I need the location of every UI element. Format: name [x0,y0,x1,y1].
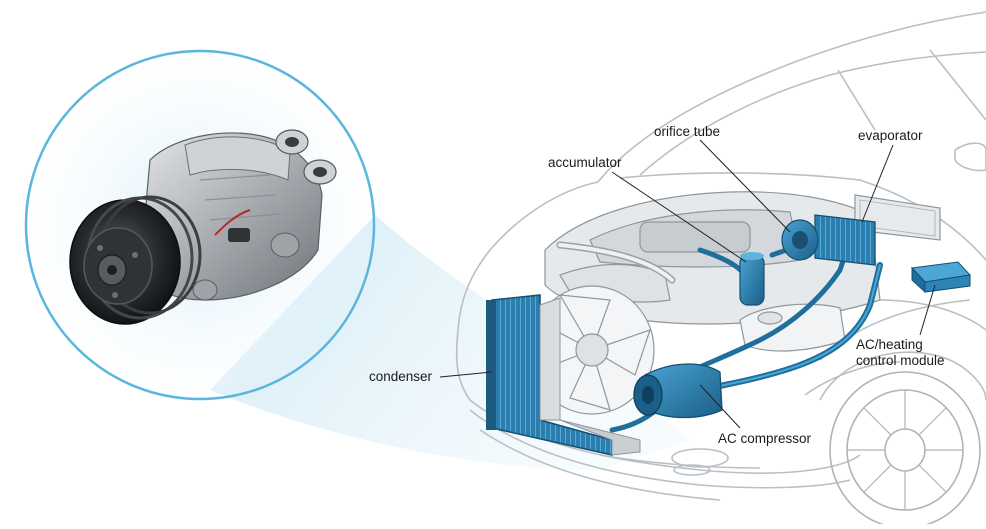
label-evaporator: evaporator [858,128,923,143]
compressor-closeup [69,129,337,325]
ac-compressor [633,363,723,419]
label-accumulator: accumulator [548,155,622,170]
evaporator [781,194,941,266]
accumulator [739,252,765,306]
leader-lines [439,139,936,429]
label-ac-compressor: AC compressor [718,431,812,446]
label-control-module: AC/heating control module [856,337,945,369]
condenser [486,294,641,456]
label-orifice-tube: orifice tube [654,124,721,139]
label-control-module-line2: control module [856,353,945,368]
label-control-module-line1: AC/heating [856,337,923,352]
ac-heating-control-module [910,261,972,294]
label-condenser: condenser [369,369,433,384]
car-body [455,11,986,501]
front-wheel [829,371,981,529]
